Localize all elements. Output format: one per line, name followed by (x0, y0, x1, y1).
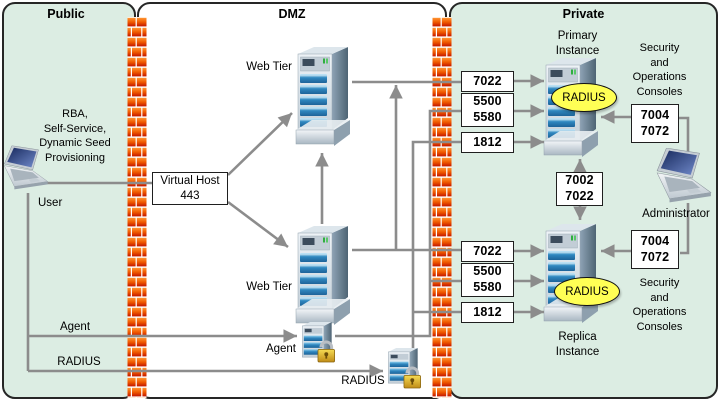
user-label: User (38, 197, 63, 209)
line-admin-to-bottom-console-ports (680, 203, 690, 255)
virtual-host-box: Virtual Host 443 (152, 172, 228, 205)
radius-badge-replica: RADIUS (554, 277, 620, 306)
dmz-zone-title: DMZ (278, 7, 306, 21)
web-tier-top-label: Web Tier (246, 61, 292, 73)
port-box-7004-7072-bottom: 7004 7072 (631, 230, 679, 269)
agent-label-dmz: Agent (265, 343, 296, 355)
line-virtual-host-to-web-tier-top (227, 112, 293, 176)
primary-instance-label: Primary Instance (555, 30, 600, 57)
agent-secured-server-icon (298, 321, 336, 364)
line-virtual-host-to-web-tier-bottom (227, 200, 289, 249)
port-box-5500-5580-replica: 5500 5580 (461, 263, 514, 297)
administrator-laptop-icon (653, 146, 715, 208)
line-agent-to-5500-ports (335, 109, 461, 338)
radius-secured-server-icon (384, 347, 422, 390)
port-box-7004-7072-top: 7004 7072 (631, 104, 679, 143)
port-box-5500-5580-primary: 5500 5580 (461, 93, 514, 127)
port-box-7022-primary: 7022 (461, 71, 514, 92)
port-box-1812-primary: 1812 (461, 132, 514, 153)
web-tier-bottom-label: Web Tier (246, 281, 292, 293)
administrator-label: Administrator (642, 208, 710, 220)
public-services-note: RBA, Self-Service, Dynamic Seed Provisio… (39, 108, 111, 165)
public-zone (2, 2, 136, 399)
replica-instance-label: Replica Instance (555, 331, 600, 358)
port-box-1812-replica: 1812 (461, 302, 514, 323)
consoles-note-top: Security and Operations Consoles (632, 42, 687, 99)
firewall-icon (127, 17, 147, 398)
radius-label-public: RADIUS (57, 356, 101, 368)
radius-badge-primary: RADIUS (551, 83, 617, 112)
radius-label-dmz: RADIUS (341, 375, 385, 387)
line-radius-to-1812-ports (411, 140, 461, 348)
private-zone-title: Private (562, 7, 605, 21)
public-zone-title: Public (47, 7, 85, 21)
port-box-7002-7022-replication: 7002 7022 (556, 172, 603, 206)
line-admin-to-top-console-ports (678, 116, 690, 152)
agent-label-public: Agent (59, 321, 91, 333)
port-box-7022-replica: 7022 (461, 241, 514, 262)
consoles-note-bottom: Security and Operations Consoles (632, 277, 687, 334)
